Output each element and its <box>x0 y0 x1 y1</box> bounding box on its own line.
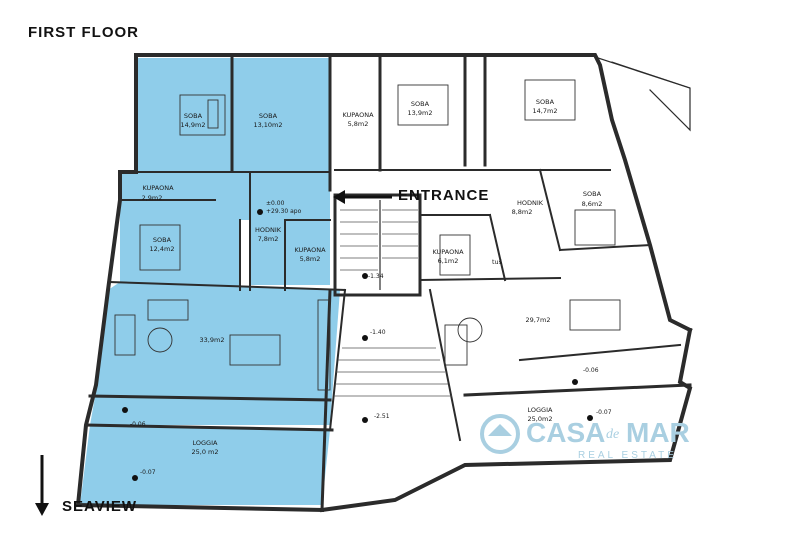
level-label: +29.30 apo <box>266 208 302 215</box>
level-label: -0.07 <box>140 469 156 476</box>
outer-wall-left <box>75 53 325 513</box>
entrance-arrow <box>333 190 392 204</box>
logo-name-a: CASA <box>526 417 605 448</box>
level-label: -1.40 <box>370 329 386 336</box>
logo-name-b: de <box>606 427 619 442</box>
room-area: 14,7m2 <box>533 107 558 115</box>
room-area: 12,4m2 <box>150 245 175 253</box>
room-label: KUPAONA <box>142 184 174 192</box>
room-area: 7,8m2 <box>258 235 279 243</box>
level-labels: ±0.00 +29.30 apo -1.34 -1.40 -2.51 -0.06… <box>130 200 612 476</box>
room-area: 14,9m2 <box>181 121 206 129</box>
room-label: LOGGIA <box>193 439 218 447</box>
room-area: 2,9m2 <box>142 194 163 202</box>
room-label: SOBA <box>259 112 278 120</box>
entrance-label: ENTRANCE <box>398 187 490 204</box>
furniture <box>114 79 621 391</box>
room-area: 6,1m2 <box>438 257 459 265</box>
room-label: SOBA <box>184 112 203 120</box>
room-area: 8,6m2 <box>582 200 603 208</box>
room-label: KUPAONA <box>432 248 464 256</box>
room-label: SOBA <box>411 100 430 108</box>
staircase <box>334 200 452 397</box>
room-label: KUPAONA <box>294 246 326 254</box>
casa-de-mar-logo: CASA de MAR REAL ESTATE <box>478 408 778 468</box>
room-area: 8,8m2 <box>512 208 533 216</box>
room-area: 13,10m2 <box>253 121 282 129</box>
room-label: KUPAONA <box>342 111 374 119</box>
logo-mark: CASA de MAR REAL ESTATE <box>480 414 690 461</box>
outer-wall-top <box>134 53 693 333</box>
room-label: LOGGIA <box>528 406 553 414</box>
room-label: HODNIK <box>517 199 544 207</box>
level-label: -0.07 <box>596 409 612 416</box>
walls <box>75 53 693 513</box>
room-label: SOBA <box>536 98 555 106</box>
seaview-label: SEAVIEW <box>62 498 138 515</box>
room-label: SOBA <box>153 236 172 244</box>
outer-wall-right-lower <box>319 327 693 513</box>
level-label: -0.06 <box>583 367 599 374</box>
level-label: -1.34 <box>368 273 384 280</box>
room-label: HODNIK <box>255 226 282 234</box>
room-label: SOBA <box>583 190 602 198</box>
room-area: 13,9m2 <box>408 109 433 117</box>
room-area: 5,8m2 <box>300 255 321 263</box>
room-label: tuš <box>492 258 503 266</box>
room-area: 29,7m2 <box>526 316 551 324</box>
room-area: 25,0 m2 <box>191 448 218 456</box>
floor-title: FIRST FLOOR <box>28 24 139 41</box>
highlighted-apartment <box>80 58 340 505</box>
room-area: 33,9m2 <box>200 336 225 344</box>
logo-tagline: REAL ESTATE <box>578 450 677 461</box>
room-area: 25,0m2 <box>528 415 553 423</box>
level-markers <box>122 209 593 481</box>
level-label: -2.51 <box>374 413 390 420</box>
logo-name-c: MAR <box>626 417 690 448</box>
seaview-arrow <box>35 455 49 516</box>
room-labels: SOBA 14,9m2 SOBA 13,10m2 KUPAONA 2,9m2 S… <box>142 98 603 456</box>
room-area: 5,8m2 <box>348 120 369 128</box>
level-label: ±0.00 <box>266 200 285 207</box>
level-label: -0.06 <box>130 421 146 428</box>
